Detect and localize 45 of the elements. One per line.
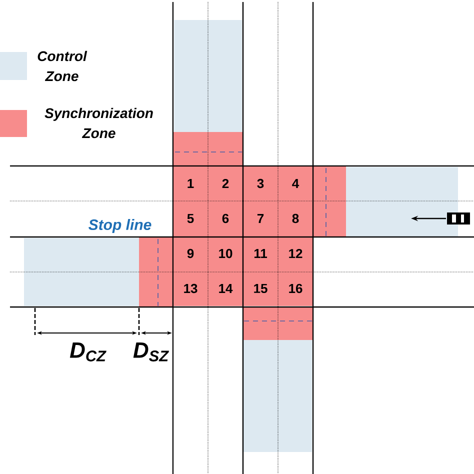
dimension-label: D$_{CZ}$ [70,342,106,362]
conflict-cell: 4 [278,166,313,201]
node-label: 4 [292,179,300,188]
legend-label: Control Zone [38,50,88,82]
conflict-cell: 14 [208,271,243,306]
conflict-cell: 7 [243,201,278,236]
conflict-cell: 11 [243,236,278,271]
node-label: 3 [257,178,264,188]
legend-label: Synchronization Zone [44,108,153,138]
conflict-cell: 9 [173,236,208,271]
control-zone [24,238,139,306]
synchronization-zone [173,132,243,166]
synchronization-zone [313,166,346,237]
node-label: 11 [254,249,268,258]
control-zone [174,20,242,132]
node-label: 7 [257,214,264,223]
synchronization-zone [243,307,313,340]
node-label: 10 [219,248,232,258]
node-label: 6 [222,214,229,224]
conflict-cell: 10 [208,236,243,271]
control-zone [243,340,312,452]
conflict-cell: 6 [208,201,243,236]
node-label: 8 [292,214,299,224]
conflict-cell: 8 [278,201,313,236]
node-label: 13 [184,284,198,294]
synchronization-zone [139,237,173,307]
node-label: 14 [219,284,233,293]
conflict-cell: 1 [173,166,208,201]
conflict-cell: 13 [173,271,208,306]
node-label: 15 [254,284,268,294]
node-label: 1 [188,179,194,188]
conflict-cell: 2 [208,166,243,201]
conflict-cell: 12 [278,236,313,271]
control-zone [346,167,458,237]
node-label: 16 [289,284,302,294]
node-label: 2 [222,178,229,188]
node-label: 12 [289,248,302,258]
conflict-cell: 15 [243,271,278,306]
conflict-cell: 16 [278,271,313,306]
dimension-label: D$_{SZ}$ [133,342,170,362]
node-label: 9 [187,248,194,258]
node-label: 5 [187,214,194,224]
stop-line-label: Stop line [88,219,152,233]
conflict-cell: 5 [173,201,208,236]
conflict-cell: 3 [243,166,278,201]
